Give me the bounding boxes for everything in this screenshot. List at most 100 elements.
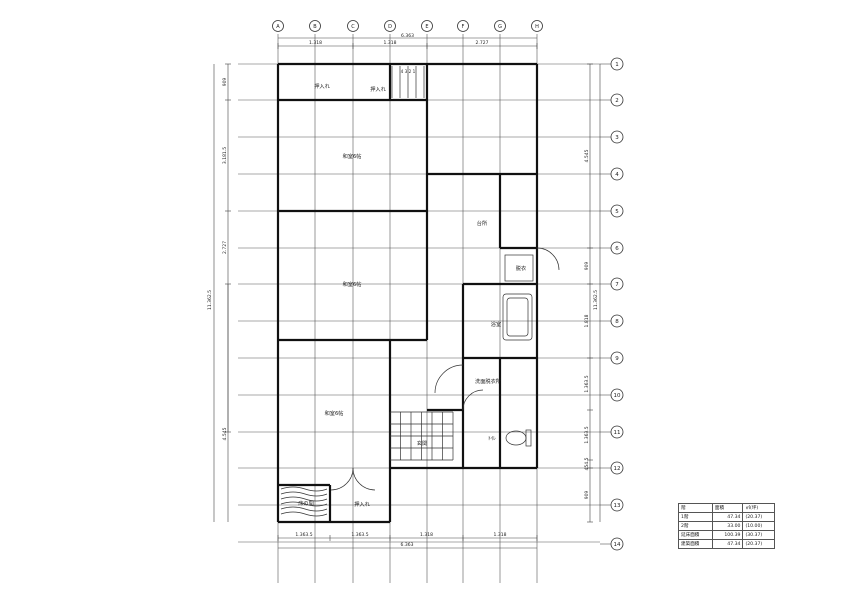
fixtures — [280, 66, 560, 517]
axis-marker-label: F — [462, 24, 465, 30]
table-cell: 建築面積 — [678, 539, 713, 549]
axis-marker-circle — [610, 241, 624, 255]
table-cell: 1階 — [678, 512, 713, 522]
dimension-label: 1.363.5 — [351, 532, 368, 538]
dimension-label: 909 — [584, 262, 590, 271]
room-label-oshiire1: 押入れ — [314, 82, 330, 90]
table-row: 延床面積 100.39 (30.37) — [678, 530, 775, 540]
table-cell: (20.37) — [742, 512, 775, 522]
axis-marker-label: E — [425, 24, 428, 30]
dimension-total: 11.362.5 — [207, 290, 213, 310]
dimension-label: 1.363.5 — [584, 426, 590, 443]
axis-marker-circle — [610, 130, 624, 144]
dimension-label: 3.181.5 — [222, 147, 228, 164]
dimension-total: 6.363 — [401, 33, 414, 39]
wood-grain — [280, 486, 328, 492]
dimension-label: 1.318 — [420, 532, 433, 538]
door-swing — [462, 389, 484, 411]
area-table-header-area: 面積 — [711, 503, 744, 513]
axis-marker-circle — [384, 20, 396, 32]
dimension-label: 2.727 — [222, 241, 228, 254]
dimension-label: 909 — [584, 491, 590, 500]
area-table: 階 面積 ㎡(坪) 1階 47.34 (20.37) 2階 33.00 (10.… — [678, 503, 775, 549]
door-swing — [536, 247, 560, 271]
axis-marker-circle — [531, 20, 543, 32]
room-label-yuubin: 脱衣 — [516, 264, 526, 272]
room-label-daidokoro: 台所 — [477, 219, 487, 227]
room-label-washitsu2: 和室6帖 — [343, 280, 362, 288]
table-cell: 47.34 — [711, 539, 744, 549]
dimension-label: 1.318 — [494, 532, 507, 538]
table-row: 建築面積 47.34 (20.37) — [678, 539, 775, 549]
axis-marker-label: 7 — [615, 282, 619, 288]
axis-marker-label: H — [535, 24, 539, 30]
axis-marker-circle — [610, 425, 624, 439]
axis-marker-label: 11 — [614, 430, 621, 436]
dimension-label: 909 — [222, 78, 228, 87]
table-cell: 2階 — [678, 521, 713, 531]
toilet-tank — [525, 429, 532, 447]
axis-marker-circle — [347, 20, 359, 32]
table-cell: 延床面積 — [678, 530, 713, 540]
axis-marker-label: 13 — [614, 503, 621, 509]
grid-lines — [238, 34, 600, 583]
area-table-header: 階 面積 ㎡(坪) — [678, 503, 775, 513]
axis-marker-label: 4 — [615, 172, 619, 178]
room-label-oshiire3: 押入れ — [354, 500, 370, 508]
wood-grain — [280, 501, 328, 507]
axis-marker-label: 6 — [615, 246, 619, 252]
dimension-label: 1.363.5 — [584, 375, 590, 392]
table-cell: 47.34 — [711, 512, 744, 522]
axis-marker-circle — [610, 314, 624, 328]
dimension-label: 2.727 — [476, 40, 489, 46]
toilet-bowl — [505, 430, 527, 446]
closet-box — [504, 254, 534, 282]
axis-marker-circle — [421, 20, 433, 32]
axis-marker-circle — [610, 461, 624, 475]
wood-grain — [280, 496, 328, 502]
door-swing — [434, 364, 464, 394]
walls — [276, 62, 539, 524]
axis-marker-label: 9 — [615, 356, 619, 362]
dimension-label: 1.363.5 — [295, 532, 312, 538]
bathtub — [502, 293, 533, 341]
dimension-total: 11.362.5 — [593, 290, 599, 310]
table-row: 1階 47.34 (20.37) — [678, 512, 775, 522]
axis-marker-label: 12 — [614, 466, 621, 472]
dimension-label: 4.545 — [584, 149, 590, 162]
dimension-label: 454.5 — [584, 457, 590, 470]
room-label-toilet: ﾄｲﾚ — [488, 436, 496, 442]
axis-marker-circle — [610, 351, 624, 365]
axis-marker-circle — [457, 20, 469, 32]
room-label-senmen: 洗面脱衣所 — [475, 377, 501, 385]
room-label-washitsu1: 和室6帖 — [343, 152, 362, 160]
wood-grain — [280, 511, 328, 517]
room-label-washitsu3: 和室6帖 — [325, 409, 344, 417]
axis-marker-label: A — [276, 24, 280, 30]
room-label-tokonoma: 床の間 — [298, 499, 314, 507]
room-label-oshiire2: 押入れ — [370, 85, 386, 93]
room-label-genkan: 玄関 — [417, 439, 427, 447]
dimension-lines: 1.318 1.318 2.727 6.363 1.363.5 1.363.5 1.318 1… — [207, 33, 601, 549]
bathtub-inner — [506, 297, 529, 337]
table-row: 2階 33.00 (10.00) — [678, 521, 775, 531]
axis-marker-circle — [610, 537, 624, 551]
dimension-label: 1.818 — [584, 314, 590, 327]
axis-marker-label: 8 — [615, 319, 619, 325]
axis-marker-circle — [610, 204, 624, 218]
room-label-stairs: 4 3 2 1 — [401, 69, 416, 74]
axis-marker-circle — [610, 93, 624, 107]
dimension-label: 4.545 — [222, 427, 228, 440]
axis-marker-label: B — [313, 24, 317, 30]
dimension-total: 6.363 — [401, 542, 414, 548]
axis-marker-circle — [610, 57, 624, 71]
axis-marker-circle — [610, 277, 624, 291]
table-cell: (20.37) — [742, 539, 775, 549]
axis-marker-label: 2 — [615, 98, 619, 104]
axis-marker-label: G — [498, 24, 502, 30]
table-cell: 100.39 — [711, 530, 744, 540]
dimension-label: 1.318 — [384, 40, 397, 46]
